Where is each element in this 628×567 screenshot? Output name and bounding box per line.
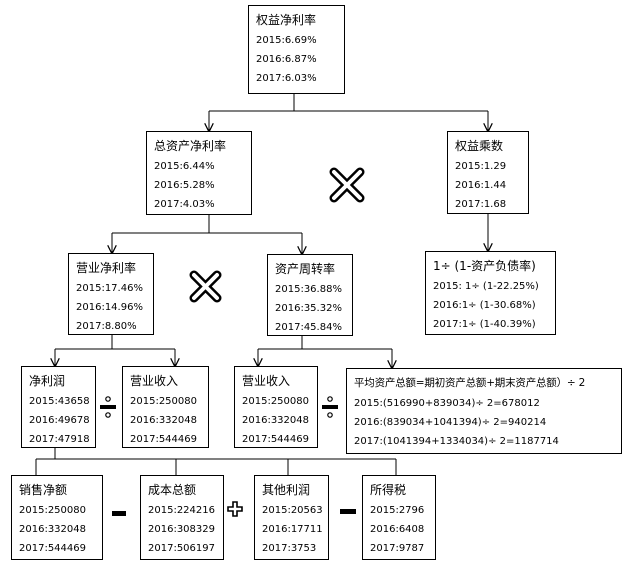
divide-icon bbox=[100, 396, 116, 418]
multiply-icon bbox=[329, 167, 365, 203]
net-profit-2016: 2016:49678 bbox=[29, 415, 90, 426]
other-profit-box: 其他利润 2015:20563 2016:17711 2017:3753 bbox=[254, 475, 329, 560]
roe-box: 权益净利率 2015:6.69% 2016:6.87% 2017:6.03% bbox=[248, 5, 345, 94]
sales-title: 销售净额 bbox=[19, 483, 68, 497]
sales-2015: 2015:250080 bbox=[19, 505, 86, 516]
npm-2016: 2016:14.96% bbox=[76, 302, 143, 313]
tat-2017: 2017:45.84% bbox=[275, 322, 342, 333]
tat-2016: 2016:35.32% bbox=[275, 303, 342, 314]
em-formula-box: 1÷ (1-资产负债率) 2015: 1÷ (1-22.25%) 2016:1÷… bbox=[425, 251, 556, 335]
revenue-1-title: 营业收入 bbox=[130, 374, 179, 388]
tax-2017: 2017:9787 bbox=[370, 543, 425, 554]
revenue-2-2016: 2016:332048 bbox=[242, 415, 309, 426]
minus-icon bbox=[112, 511, 126, 516]
roa-title: 总资产净利率 bbox=[154, 139, 227, 153]
avg-assets-2017: 2017:(1041394+1334034)÷ 2=1187714 bbox=[354, 436, 559, 447]
other-profit-2015: 2015:20563 bbox=[262, 505, 323, 516]
em-formula-title: 1÷ (1-资产负债率) bbox=[433, 259, 536, 273]
roe-2017: 2017:6.03% bbox=[256, 73, 317, 84]
tax-2015: 2015:2796 bbox=[370, 505, 425, 516]
avg-assets-box: 平均资产总额=期初资产总额+期末资产总额）÷ 2 2015:(516990+83… bbox=[346, 368, 622, 454]
revenue-2-2015: 2015:250080 bbox=[242, 396, 309, 407]
other-profit-title: 其他利润 bbox=[262, 483, 311, 497]
roa-box: 总资产净利率 2015:6.44% 2016:5.28% 2017:4.03% bbox=[146, 131, 252, 215]
sales-2016: 2016:332048 bbox=[19, 524, 86, 535]
cost-2015: 2015:224216 bbox=[148, 505, 215, 516]
plus-icon bbox=[227, 501, 243, 517]
revenue-box-1: 营业收入 2015:250080 2016:332048 2017:544469 bbox=[122, 366, 209, 448]
revenue-1-2016: 2016:332048 bbox=[130, 415, 197, 426]
em-formula-2016: 2016:1÷ (1-30.68%) bbox=[433, 300, 536, 311]
tax-box: 所得税 2015:2796 2016:6408 2017:9787 bbox=[362, 475, 436, 560]
cost-box: 成本总额 2015:224216 2016:308329 2017:506197 bbox=[140, 475, 224, 560]
tat-2015: 2015:36.88% bbox=[275, 284, 342, 295]
revenue-1-2015: 2015:250080 bbox=[130, 396, 197, 407]
sales-2017: 2017:544469 bbox=[19, 543, 86, 554]
roa-2017: 2017:4.03% bbox=[154, 199, 215, 210]
other-profit-2017: 2017:3753 bbox=[262, 543, 317, 554]
cost-2017: 2017:506197 bbox=[148, 543, 215, 554]
em-formula-2015: 2015: 1÷ (1-22.25%) bbox=[433, 281, 539, 292]
em-2015: 2015:1.29 bbox=[455, 161, 507, 172]
sales-box: 销售净额 2015:250080 2016:332048 2017:544469 bbox=[11, 475, 103, 560]
tax-2016: 2016:6408 bbox=[370, 524, 425, 535]
net-profit-2017: 2017:47918 bbox=[29, 434, 90, 445]
revenue-1-2017: 2017:544469 bbox=[130, 434, 197, 445]
em-title: 权益乘数 bbox=[455, 139, 504, 153]
revenue-2-title: 营业收入 bbox=[242, 374, 291, 388]
em-formula-2017: 2017:1÷ (1-40.39%) bbox=[433, 319, 536, 330]
divide-icon bbox=[322, 396, 338, 418]
avg-assets-2015: 2015:(516990+839034)÷ 2=678012 bbox=[354, 398, 540, 409]
roa-2015: 2015:6.44% bbox=[154, 161, 215, 172]
other-profit-2016: 2016:17711 bbox=[262, 524, 323, 535]
revenue-2-2017: 2017:544469 bbox=[242, 434, 309, 445]
roe-2015: 2015:6.69% bbox=[256, 35, 317, 46]
tax-title: 所得税 bbox=[370, 483, 407, 497]
em-2016: 2016:1.44 bbox=[455, 180, 507, 191]
tat-title: 资产周转率 bbox=[275, 262, 336, 276]
npm-title: 营业净利率 bbox=[76, 261, 137, 275]
avg-assets-title: 平均资产总额=期初资产总额+期末资产总额）÷ 2 bbox=[354, 377, 586, 389]
net-profit-title: 净利润 bbox=[29, 374, 66, 388]
multiply-icon bbox=[189, 270, 222, 303]
cost-title: 成本总额 bbox=[148, 483, 197, 497]
npm-2017: 2017:8.80% bbox=[76, 321, 137, 332]
roa-2016: 2016:5.28% bbox=[154, 180, 215, 191]
em-box: 权益乘数 2015:1.29 2016:1.44 2017:1.68 bbox=[447, 131, 529, 214]
roe-title: 权益净利率 bbox=[256, 13, 317, 27]
cost-2016: 2016:308329 bbox=[148, 524, 215, 535]
minus-icon bbox=[340, 509, 356, 514]
npm-2015: 2015:17.46% bbox=[76, 283, 143, 294]
net-profit-2015: 2015:43658 bbox=[29, 396, 90, 407]
tat-box: 资产周转率 2015:36.88% 2016:35.32% 2017:45.84… bbox=[267, 254, 353, 336]
em-2017: 2017:1.68 bbox=[455, 199, 507, 210]
avg-assets-2016: 2016:(839034+1041394)÷ 2=940214 bbox=[354, 417, 547, 428]
revenue-box-2: 营业收入 2015:250080 2016:332048 2017:544469 bbox=[234, 366, 318, 448]
roe-2016: 2016:6.87% bbox=[256, 54, 317, 65]
net-profit-box: 净利润 2015:43658 2016:49678 2017:47918 bbox=[21, 366, 96, 448]
npm-box: 营业净利率 2015:17.46% 2016:14.96% 2017:8.80% bbox=[68, 253, 154, 335]
